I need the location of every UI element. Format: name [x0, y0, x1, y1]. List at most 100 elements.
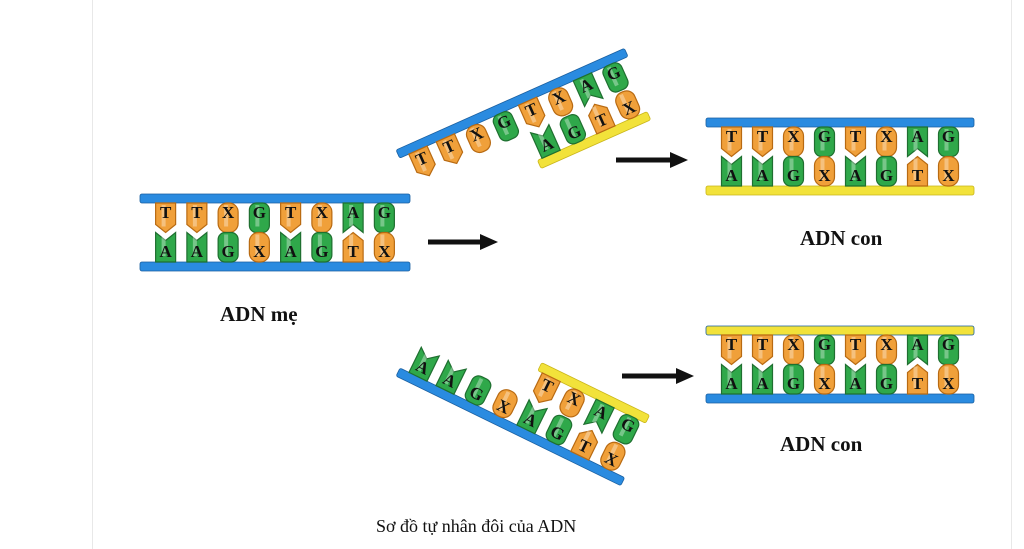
base-letter: A — [911, 127, 924, 146]
base-letter: X — [880, 127, 893, 146]
base: T — [569, 429, 599, 461]
base-bottom: A — [844, 155, 867, 187]
base: G — [492, 111, 520, 142]
base-top: T — [751, 126, 774, 158]
base-top: A — [906, 126, 929, 158]
new-base: T — [588, 103, 616, 135]
base: X — [548, 86, 574, 117]
base-letter: A — [347, 203, 360, 222]
base-top: G — [937, 334, 960, 366]
new-base: X — [559, 388, 585, 418]
base-top: T — [720, 334, 743, 366]
base-bottom: A — [186, 231, 208, 263]
base-top: G — [373, 202, 395, 234]
base: A — [572, 72, 604, 108]
base-letter: G — [315, 242, 328, 261]
base-letter: G — [942, 127, 955, 146]
daughter-dna-label-top: ADN con — [800, 226, 883, 250]
base-letter: X — [818, 166, 831, 185]
backbone-top — [705, 117, 975, 128]
base-letter: X — [880, 335, 893, 354]
base-top: A — [342, 202, 364, 234]
base: X — [465, 123, 491, 154]
base-bottom: G — [311, 231, 333, 263]
base-top: A — [906, 334, 929, 366]
new-base: A — [529, 123, 562, 160]
base-letter: T — [912, 166, 924, 185]
base-top: T — [844, 126, 867, 158]
base-letter: X — [222, 203, 235, 222]
new-base: T — [532, 372, 562, 404]
base-letter: G — [378, 203, 391, 222]
base-letter: A — [159, 242, 172, 261]
base-letter: T — [191, 203, 203, 222]
arrow-lower-to-daughter — [622, 368, 694, 384]
new-backbone — [538, 362, 650, 423]
new-backbone — [537, 111, 651, 169]
page-border-left — [92, 0, 93, 549]
base-letter: X — [253, 242, 266, 261]
backbone — [396, 48, 628, 158]
base-bottom: A — [751, 155, 774, 187]
base-letter: A — [756, 374, 769, 393]
base-letter: X — [787, 335, 800, 354]
base-letter: T — [726, 335, 738, 354]
base-letter: T — [160, 203, 172, 222]
backbone-bottom — [705, 185, 975, 196]
base-top: T — [844, 334, 867, 366]
base-letter: G — [818, 127, 831, 146]
base-letter: A — [725, 166, 738, 185]
backbone-top — [705, 325, 975, 336]
base-letter: X — [378, 242, 391, 261]
base-bottom: A — [751, 363, 774, 395]
base-bottom: G — [217, 231, 239, 263]
base-letter: T — [757, 335, 769, 354]
base-letter: G — [880, 166, 893, 185]
base-letter: A — [725, 374, 738, 393]
arrow-upper-to-daughter — [616, 152, 688, 168]
base-letter: T — [726, 127, 738, 146]
mother-dna-label: ADN mẹ — [220, 302, 298, 326]
base-bottom: X — [813, 155, 836, 187]
base-top: G — [813, 334, 836, 366]
base: T — [408, 145, 436, 177]
base: T — [435, 133, 464, 165]
base-letter: X — [942, 166, 955, 185]
base-top: X — [782, 126, 805, 158]
base-letter: T — [912, 374, 924, 393]
base-letter: X — [942, 374, 955, 393]
base-top: X — [875, 126, 898, 158]
base-bottom: G — [875, 155, 898, 187]
base-bottom: A — [844, 363, 867, 395]
base-letter: G — [787, 166, 800, 185]
base: A — [435, 358, 468, 396]
base-letter: X — [787, 127, 800, 146]
base: T — [517, 96, 546, 128]
base-letter: A — [911, 335, 924, 354]
base-bottom: T — [906, 155, 929, 187]
backbone-bottom — [705, 393, 975, 404]
base-letter: T — [757, 127, 769, 146]
base: A — [408, 345, 441, 382]
backbone-top — [139, 193, 411, 204]
base-letter: G — [222, 242, 235, 261]
base-letter: X — [316, 203, 329, 222]
new-base: G — [612, 414, 640, 445]
base: X — [492, 389, 518, 418]
base-bottom: X — [937, 155, 960, 187]
base-top: T — [720, 126, 743, 158]
base-letter: A — [849, 374, 862, 393]
base-top: T — [155, 202, 177, 234]
base-top: G — [248, 202, 270, 234]
base-letter: T — [850, 127, 862, 146]
daughter-dna-label-bottom: ADN con — [780, 432, 863, 456]
base-top: T — [280, 202, 302, 234]
base-bottom: A — [155, 231, 177, 263]
base-bottom: A — [720, 363, 743, 395]
arrow-mother-to-fork — [428, 234, 498, 250]
base-bottom: X — [937, 363, 960, 395]
base-top: T — [186, 202, 208, 234]
